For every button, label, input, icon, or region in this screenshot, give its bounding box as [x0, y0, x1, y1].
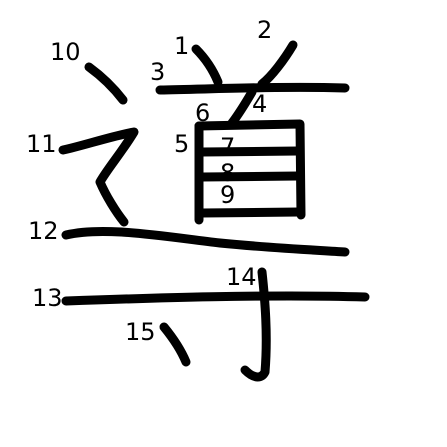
stroke-4 — [227, 87, 257, 128]
stroke-15 — [159, 322, 191, 367]
stroke-6 — [194, 119, 306, 220]
stroke-number-2: 2 — [257, 16, 272, 44]
stroke-12 — [61, 226, 350, 257]
stroke-2 — [257, 40, 298, 89]
stroke-number-1: 1 — [174, 32, 189, 60]
stroke-number-5: 5 — [174, 130, 189, 158]
stroke-number-7: 7 — [220, 133, 235, 161]
stroke-14 — [240, 267, 271, 382]
stroke-number-12: 12 — [28, 217, 59, 245]
stroke-number-10: 10 — [50, 38, 81, 66]
stroke-number-6: 6 — [195, 99, 210, 127]
stroke-number-13: 13 — [32, 284, 63, 312]
stroke-number-15: 15 — [125, 318, 156, 346]
stroke-number-4: 4 — [252, 90, 267, 118]
stroke-1 — [191, 44, 223, 87]
stroke-10 — [84, 62, 128, 105]
stroke-number-3: 3 — [150, 58, 165, 86]
stroke-number-8: 8 — [220, 159, 235, 187]
stroke-8 — [197, 171, 303, 182]
stroke-number-14: 14 — [226, 263, 257, 291]
stroke-number-11: 11 — [26, 130, 57, 158]
character-strokes — [58, 40, 370, 382]
stroke-numbers: 1 2 3 4 5 6 7 8 9 10 11 12 13 14 15 — [26, 16, 272, 346]
stroke-9 — [197, 207, 304, 218]
stroke-number-9: 9 — [220, 181, 235, 209]
stroke-11 — [58, 127, 139, 227]
stroke-7 — [197, 146, 303, 157]
stroke-13 — [61, 291, 370, 306]
